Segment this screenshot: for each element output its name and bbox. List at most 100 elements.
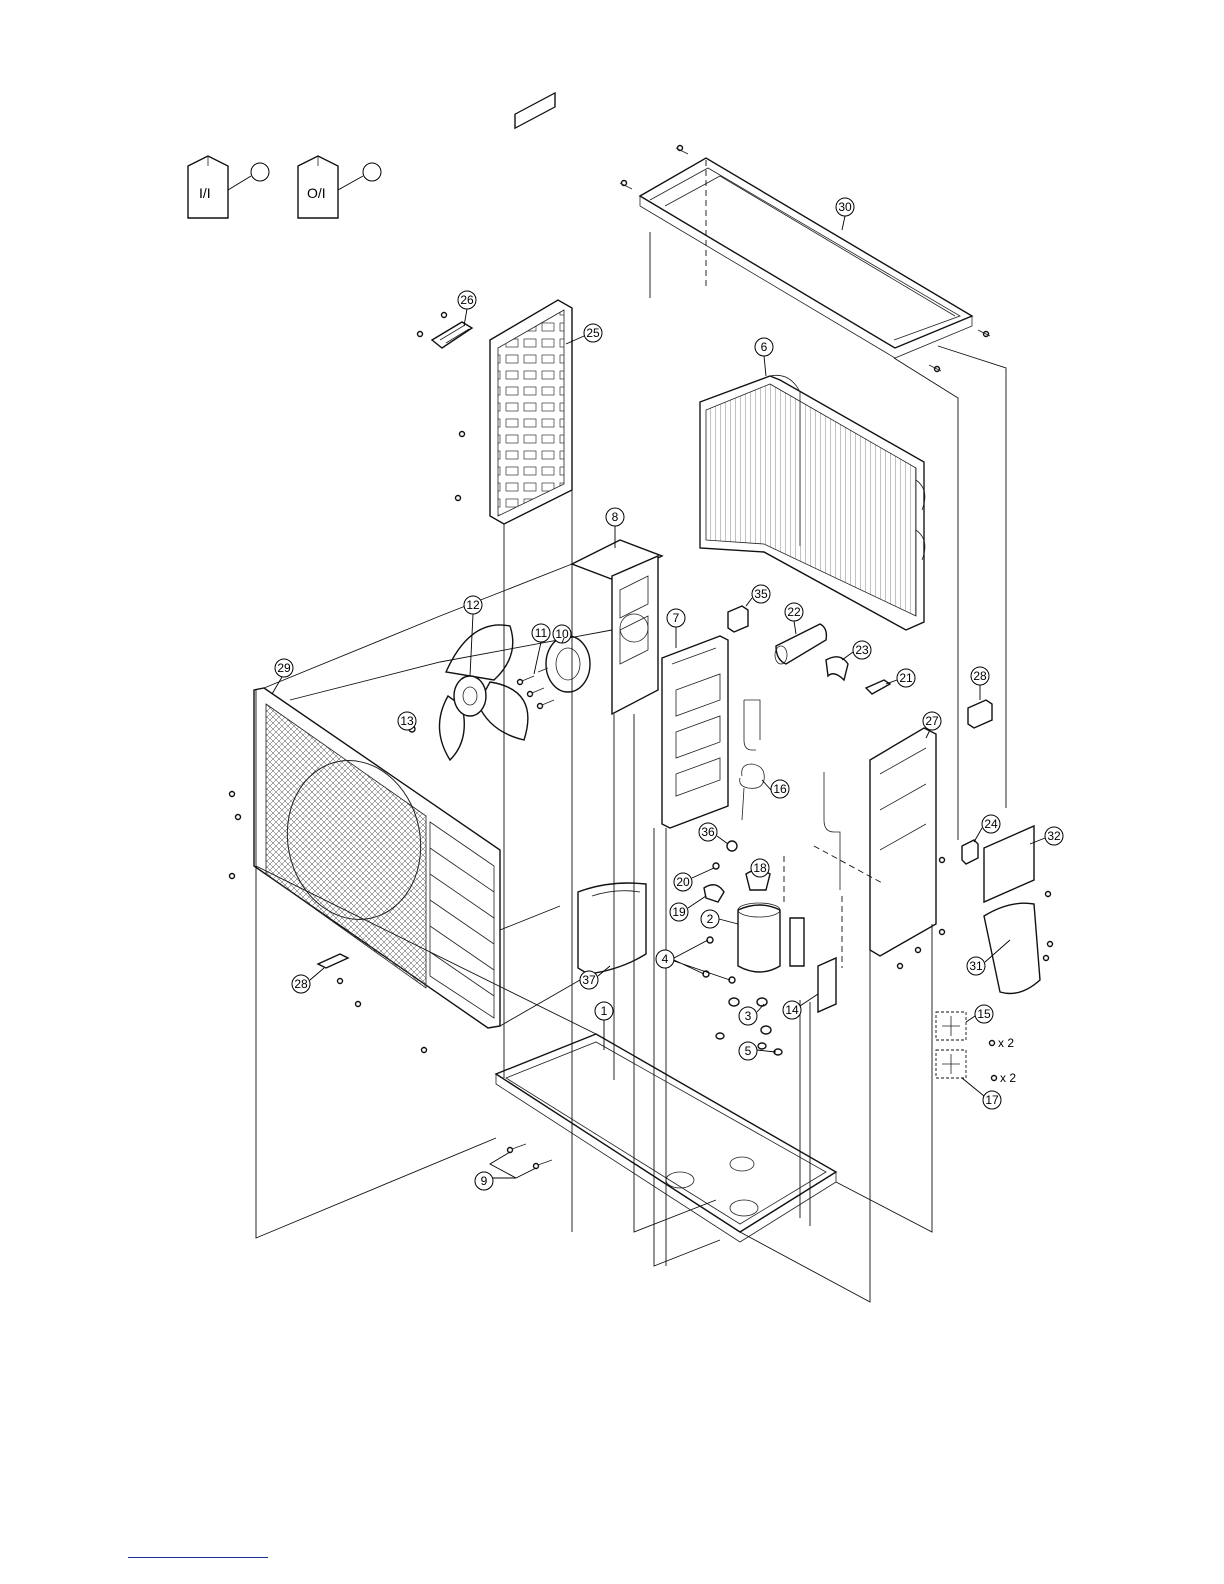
- callout-15: 15: [966, 1005, 993, 1023]
- svg-text:x 2: x 2: [998, 1036, 1014, 1050]
- callout-6: 6: [755, 338, 773, 376]
- callout-26: 26: [458, 291, 476, 326]
- callout-28-right: 28: [971, 667, 989, 700]
- svg-text:10: 10: [555, 627, 569, 641]
- svg-text:15: 15: [977, 1007, 991, 1021]
- svg-text:22: 22: [787, 605, 801, 619]
- capacitor-holder: [826, 657, 848, 680]
- reactor: [728, 606, 748, 632]
- svg-text:19: 19: [672, 905, 686, 919]
- compressor: [738, 903, 804, 972]
- callout-16: 16: [762, 780, 789, 798]
- callout-9: 9: [475, 1152, 536, 1190]
- footer-rule: [128, 1557, 268, 1558]
- terminal-block: [432, 322, 472, 348]
- svg-text:3: 3: [745, 1009, 752, 1023]
- svg-text:8: 8: [612, 510, 619, 524]
- capillary-tube: [740, 764, 765, 820]
- callout-28-front: 28: [292, 968, 324, 993]
- service-valve-2way: [936, 1012, 966, 1040]
- svg-text:7: 7: [673, 611, 680, 625]
- svg-text:28: 28: [294, 977, 308, 991]
- callout-4: 4: [656, 940, 730, 980]
- svg-text:37: 37: [582, 973, 596, 987]
- svg-text:32: 32: [1047, 829, 1061, 843]
- svg-text:30: 30: [838, 200, 852, 214]
- callout-29: 29: [272, 659, 293, 694]
- callout-17: 17: [962, 1078, 1001, 1109]
- callout-22: 22: [785, 603, 803, 634]
- right-handle: [968, 700, 992, 728]
- base-screws: [508, 1144, 553, 1169]
- callout-23: 23: [842, 641, 871, 660]
- svg-text:17: 17: [985, 1093, 999, 1107]
- svg-text:x 2: x 2: [1000, 1071, 1016, 1085]
- svg-text:16: 16: [773, 782, 787, 796]
- svg-text:23: 23: [855, 643, 869, 657]
- valve-cover-upper: [984, 826, 1034, 902]
- propeller-fan: [439, 625, 527, 760]
- valve-mounting-plate: [818, 958, 836, 1012]
- front-handle: [318, 954, 348, 968]
- callout-32: 32: [1030, 827, 1063, 845]
- callout-10: 10: [553, 625, 571, 643]
- svg-text:6: 6: [761, 340, 768, 354]
- svg-text:18: 18: [753, 861, 767, 875]
- svg-text:20: 20: [676, 875, 690, 889]
- owners-manual-booklet: O/I: [298, 156, 338, 218]
- svg-text:2: 2: [707, 912, 714, 926]
- callout-19: 19: [670, 896, 706, 921]
- svg-text:4: 4: [662, 952, 669, 966]
- callout-33: [338, 163, 381, 190]
- valve-screw-qty-upper: x 2: [990, 1036, 1015, 1050]
- svg-text:26: 26: [460, 293, 474, 307]
- callout-35: 35: [746, 585, 770, 606]
- svg-text:11: 11: [535, 626, 548, 640]
- svg-text:13: 13: [400, 714, 414, 728]
- callout-30: 30: [836, 198, 854, 230]
- strainer: [727, 841, 737, 851]
- connector-terminal: [962, 840, 978, 864]
- condenser-coil: [700, 375, 925, 630]
- svg-text:35: 35: [754, 587, 768, 601]
- svg-text:12: 12: [466, 598, 480, 612]
- service-valve-3way: [936, 1050, 966, 1078]
- left-side-panel: [490, 93, 572, 524]
- capacitor: [775, 624, 826, 664]
- compressor-insulation: [578, 883, 646, 974]
- svg-text:27: 27: [925, 714, 939, 728]
- partition-plate: [662, 636, 728, 828]
- svg-text:31: 31: [969, 959, 983, 973]
- booklet-label-installation: I/I: [199, 185, 211, 201]
- callout-5: 5: [739, 1042, 776, 1060]
- svg-text:9: 9: [481, 1174, 488, 1188]
- callout-34: [228, 163, 269, 190]
- callout-2: 2: [701, 910, 738, 928]
- svg-text:24: 24: [984, 817, 998, 831]
- svg-text:1: 1: [601, 1004, 608, 1018]
- fan-motor: [538, 636, 590, 692]
- callout-13: 13: [398, 712, 416, 730]
- svg-text:28: 28: [973, 669, 987, 683]
- callout-14: 14: [783, 994, 818, 1019]
- svg-text:36: 36: [701, 825, 715, 839]
- svg-text:5: 5: [745, 1044, 752, 1058]
- compressor-wire-clip: [704, 885, 724, 902]
- motor-support-bracket: [572, 540, 662, 714]
- installation-manual-booklet: I/I: [188, 156, 228, 218]
- svg-text:14: 14: [785, 1003, 799, 1017]
- right-side-panel: [870, 728, 936, 956]
- svg-text:29: 29: [277, 661, 291, 675]
- booklet-label-owners: O/I: [307, 185, 326, 201]
- top-panel: [640, 158, 972, 358]
- callout-7: 7: [667, 609, 685, 648]
- svg-text:25: 25: [586, 326, 600, 340]
- valve-screw-qty-lower: x 2: [992, 1071, 1017, 1085]
- callout-3: 3: [739, 1004, 764, 1025]
- callout-36: 36: [699, 823, 728, 844]
- valve-cover-lower: [984, 903, 1040, 993]
- callout-24: 24: [974, 815, 1000, 842]
- callout-18: 18: [751, 859, 769, 877]
- thermistor: [866, 680, 890, 694]
